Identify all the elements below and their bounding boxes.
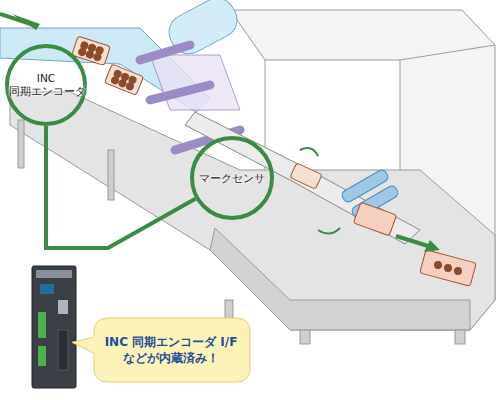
speech-bubble: INC 同期エンコーダ I/F などが内蔵済み！	[80, 318, 250, 382]
connector	[38, 346, 46, 366]
leg	[18, 120, 24, 168]
film-web	[150, 55, 240, 110]
rotation-arrow	[318, 228, 340, 234]
leg	[455, 330, 465, 344]
tray	[72, 36, 111, 66]
rotation-arrow	[300, 148, 318, 156]
outfeed	[396, 236, 476, 286]
tray	[353, 202, 396, 236]
frame-front	[210, 228, 470, 330]
food	[77, 47, 87, 57]
flow-arrow	[424, 240, 440, 252]
tray-body	[105, 64, 144, 95]
node-text: INC 同期エンコーダ I/F などが内蔵済み！	[101, 334, 241, 366]
food	[444, 264, 452, 272]
bubble-shape	[72, 318, 250, 382]
node-text: マークセンサ	[195, 172, 269, 185]
tray-body	[72, 36, 111, 66]
sealing-conveyor	[185, 112, 420, 244]
tray	[105, 64, 144, 95]
callout-circle: INC 同期エンコーダ	[5, 44, 87, 126]
display	[40, 284, 54, 294]
bubble-outline	[80, 318, 250, 382]
leg	[108, 150, 114, 200]
roller	[140, 45, 190, 60]
controller	[32, 266, 76, 388]
flow-arrow	[396, 236, 428, 246]
port	[58, 300, 68, 314]
node-text: INC 同期エンコーダ	[9, 72, 83, 98]
food	[92, 52, 102, 62]
belt	[185, 112, 420, 244]
packed-tray	[420, 250, 476, 287]
roller	[150, 85, 210, 100]
connector	[58, 330, 68, 370]
food	[85, 50, 95, 60]
frame-body	[10, 92, 495, 330]
tray	[290, 163, 322, 189]
flow-arrow	[0, 14, 34, 25]
connector	[38, 312, 46, 338]
leader-connector	[46, 126, 195, 248]
callout-circle: マークセンサ	[190, 136, 274, 220]
food	[454, 267, 462, 275]
controller-label	[36, 270, 72, 278]
food	[434, 261, 442, 269]
leg	[300, 330, 310, 344]
controller-body	[32, 266, 76, 388]
base-frame	[10, 92, 495, 344]
food	[125, 81, 135, 91]
cover-edge	[400, 45, 495, 60]
